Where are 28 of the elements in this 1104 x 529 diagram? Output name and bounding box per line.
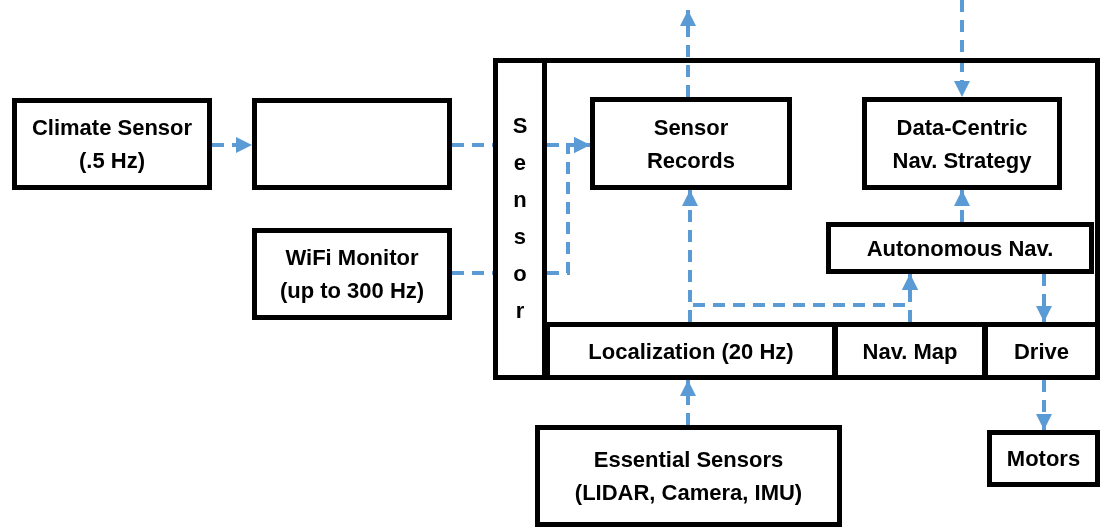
node-label: Motors <box>1006 445 1081 473</box>
arrow <box>954 190 970 222</box>
node-label: Data-Centric Nav. Strategy <box>891 113 1033 175</box>
process-box <box>862 97 1062 190</box>
arrow <box>680 10 696 97</box>
node-label: Autonomous Nav. <box>866 234 1054 263</box>
arrow <box>1036 380 1052 430</box>
node-label: Climate Sensor (.5 Hz) <box>30 114 194 175</box>
arrow <box>1036 274 1052 322</box>
process-box <box>826 222 1094 274</box>
arrow <box>680 380 696 425</box>
arrow <box>547 137 590 275</box>
node-label: Essential Sensors (LIDAR, Camera, IMU) <box>573 446 804 507</box>
node-label: Sensor Records <box>645 113 736 175</box>
arrow <box>954 0 970 97</box>
node-label: WiFi Monitor (up to 300 Hz) <box>278 244 426 305</box>
process-box <box>252 98 452 190</box>
container-box <box>493 58 1100 380</box>
arrow <box>212 137 252 153</box>
node-label: Drive <box>1013 337 1069 366</box>
process-box <box>12 98 212 190</box>
node-label: Nav. Map <box>862 337 958 366</box>
node-label: Sensor <box>512 112 528 325</box>
process-box <box>535 425 842 527</box>
node-label: Localization (20 Hz) <box>588 337 794 366</box>
process-box <box>252 228 452 320</box>
process-box <box>987 430 1100 487</box>
process-box <box>590 97 792 190</box>
